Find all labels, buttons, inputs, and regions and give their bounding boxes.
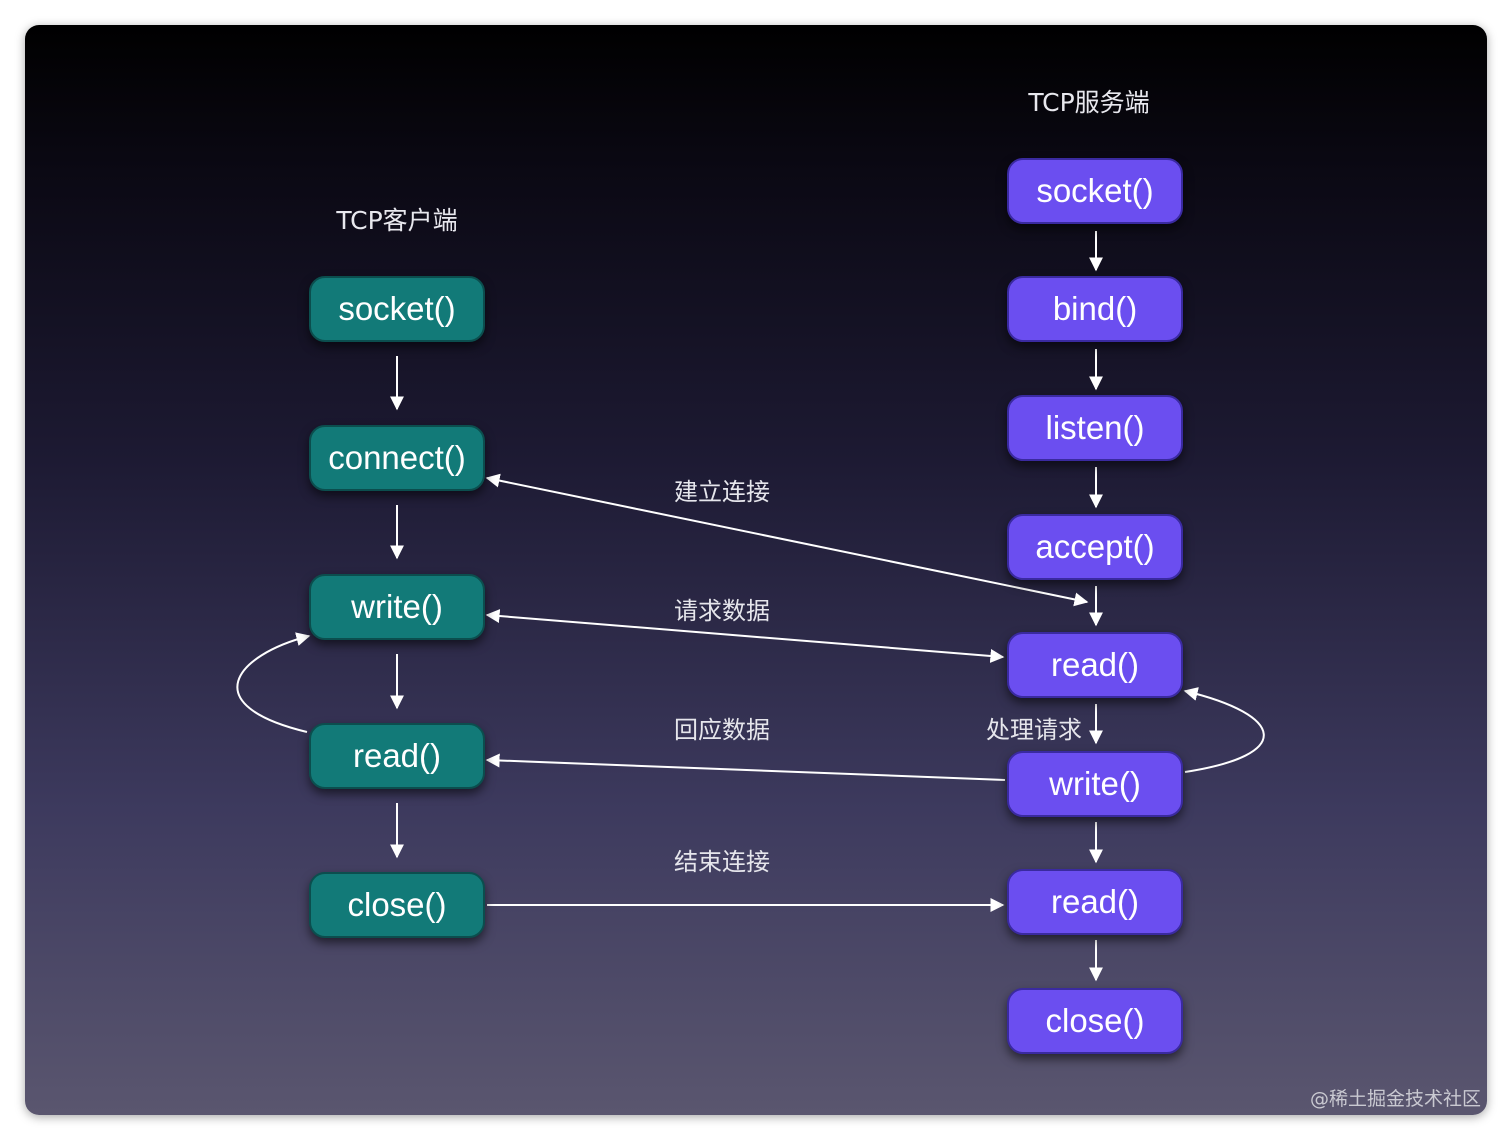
client-connect-box: connect() <box>309 425 485 491</box>
server-read-box: read() <box>1007 632 1183 698</box>
client-close-box: close() <box>309 872 485 938</box>
server-read-2-box: read() <box>1007 869 1183 935</box>
client-socket-box: socket() <box>309 276 485 342</box>
establish-connection-label: 建立连接 <box>674 478 770 506</box>
request-data-arrow <box>485 609 1005 663</box>
connector-layer <box>236 231 1265 982</box>
server-bind-box: bind() <box>1007 276 1183 342</box>
server-listen-box: listen() <box>1007 395 1183 461</box>
server-accept-box: accept() <box>1007 514 1183 580</box>
request-data-label: 请求数据 <box>674 597 770 625</box>
finish-connection-label: 结束连接 <box>674 848 770 876</box>
response-data-arrow <box>485 753 1006 781</box>
client-write-box: write() <box>309 574 485 640</box>
establish-connection-arrow <box>485 473 1089 607</box>
server-write-box: write() <box>1007 751 1183 817</box>
server-title: TCP服务端 <box>1028 88 1150 117</box>
server-close-box: close() <box>1007 988 1183 1054</box>
diagram-canvas: TCP客户端 TCP服务端 socket() connect() write()… <box>25 25 1487 1115</box>
watermark: @稀土掘金技术社区 <box>1309 1088 1481 1110</box>
client-title: TCP客户端 <box>336 206 458 235</box>
process-request-label: 处理请求 <box>986 716 1082 744</box>
client-read-box: read() <box>309 723 485 789</box>
server-loop-arrow <box>1183 687 1265 773</box>
response-data-label: 回应数据 <box>674 716 770 744</box>
server-socket-box: socket() <box>1007 158 1183 224</box>
client-loop-arrow <box>236 632 311 733</box>
